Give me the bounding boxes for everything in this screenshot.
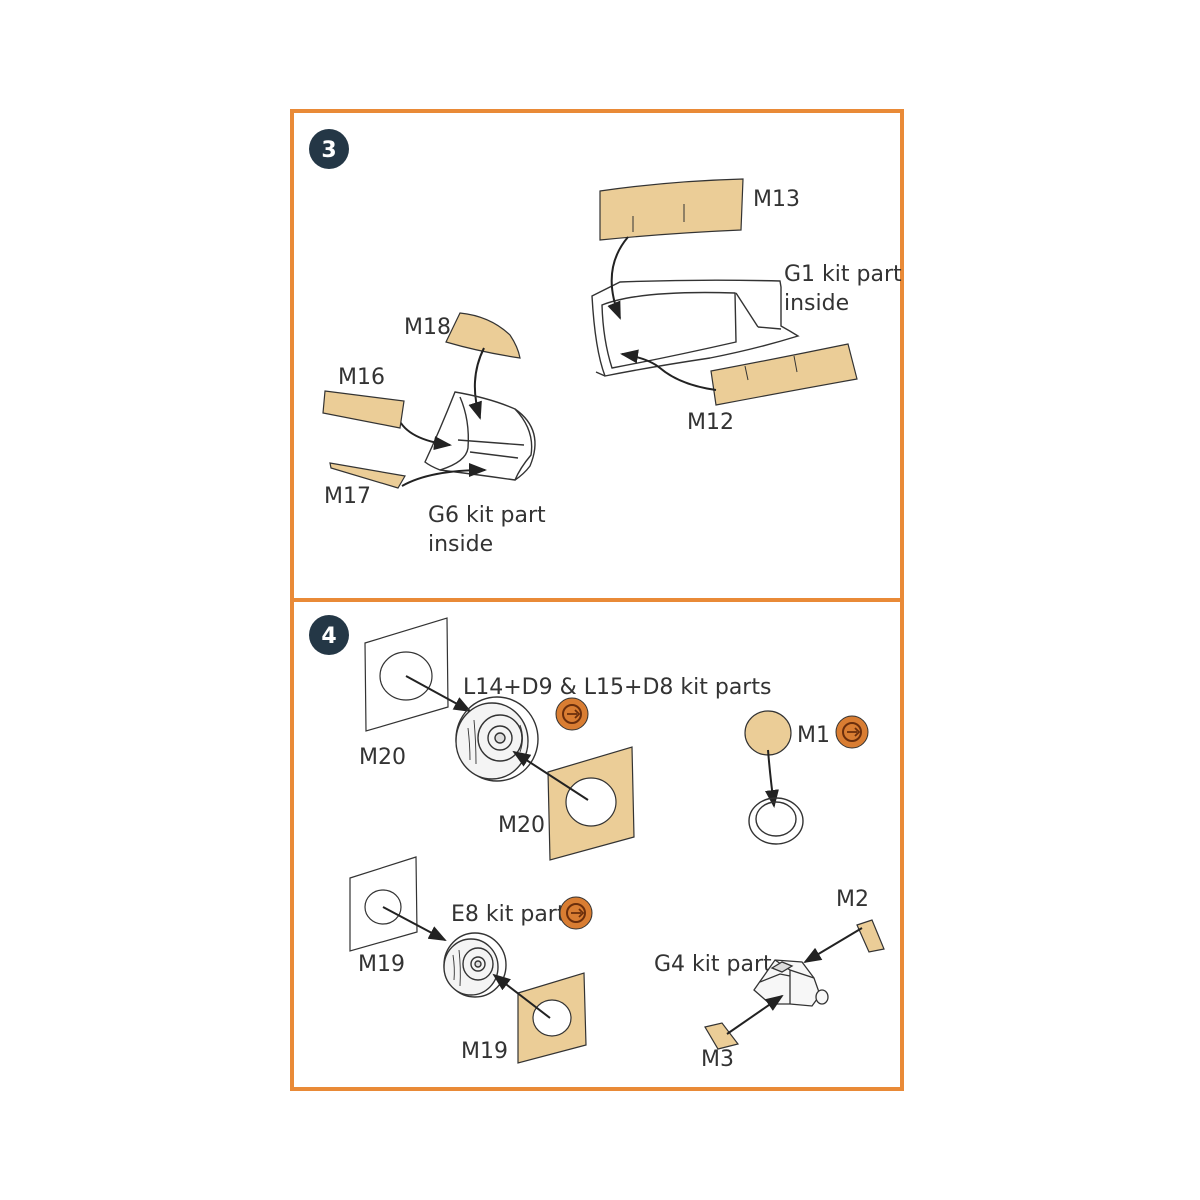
- arrow-m19-right: [492, 973, 551, 1019]
- wheel-small: [443, 932, 507, 998]
- mask-m2: [856, 919, 885, 953]
- arrow-m20-left: [405, 675, 472, 712]
- paint-brush-icon: [559, 896, 593, 930]
- step-3-badge: 3: [309, 129, 349, 169]
- label-m13: M13: [753, 187, 800, 212]
- mask-m19-white: [349, 856, 418, 952]
- step-3-number: 3: [321, 138, 336, 163]
- mask-m1: [744, 710, 792, 756]
- mask-m16: [322, 390, 405, 429]
- step-4-badge: 4: [309, 615, 349, 655]
- ring-part: [748, 797, 804, 845]
- label-m20-left: M20: [359, 745, 406, 770]
- label-m12: M12: [687, 410, 734, 435]
- mask-m19-tan: [517, 972, 587, 1064]
- mask-m12: [710, 343, 858, 406]
- label-e8: E8 kit part: [451, 902, 566, 927]
- arrow-m18: [468, 347, 485, 420]
- mask-m18: [445, 312, 521, 359]
- label-m19-left: M19: [358, 952, 405, 977]
- mask-m20-tan: [547, 746, 635, 861]
- paint-brush-icon: [835, 715, 869, 749]
- paint-brush-icon: [555, 697, 589, 731]
- arrow-m3: [726, 994, 784, 1035]
- label-m17: M17: [324, 484, 371, 509]
- arrow-m13: [607, 236, 629, 320]
- label-g1-line1: G1 kit part: [784, 262, 902, 287]
- kit-part-g6: [424, 391, 536, 481]
- kit-part-g4: [753, 959, 829, 1007]
- arrow-m20-right: [512, 750, 589, 801]
- arrow-m2: [803, 927, 863, 964]
- arrow-m17: [401, 463, 487, 487]
- mask-m13: [599, 178, 744, 241]
- label-g6-line1: G6 kit part: [428, 503, 546, 528]
- step-4-panel: 4 M20 L14+D9 & L15+D8 kit parts M20: [290, 598, 904, 1091]
- label-m3: M3: [701, 1047, 734, 1072]
- step-4-frame: [290, 598, 904, 1091]
- label-g4: G4 kit part: [654, 952, 772, 977]
- label-m18: M18: [404, 315, 451, 340]
- arrow-m19-left: [382, 906, 447, 941]
- label-m19-right: M19: [461, 1039, 508, 1064]
- label-g6-line2: inside: [428, 532, 493, 557]
- step-4-number: 4: [321, 624, 336, 649]
- label-m1: M1: [797, 723, 830, 748]
- label-m2: M2: [836, 887, 869, 912]
- kit-part-g1: [591, 279, 800, 377]
- label-kit-parts: L14+D9 & L15+D8 kit parts: [463, 675, 771, 700]
- label-g1-line2: inside: [784, 291, 849, 316]
- label-m16: M16: [338, 365, 385, 390]
- arrow-m1: [765, 749, 779, 808]
- mask-m20-white: [364, 617, 449, 732]
- wheel-large: [455, 696, 539, 782]
- arrow-m12: [620, 349, 717, 391]
- mask-m3: [704, 1022, 740, 1050]
- step-3-panel: 3 M13 G1 kit part inside M12: [290, 109, 904, 602]
- label-m20-right: M20: [498, 813, 545, 838]
- mask-m17: [329, 462, 406, 489]
